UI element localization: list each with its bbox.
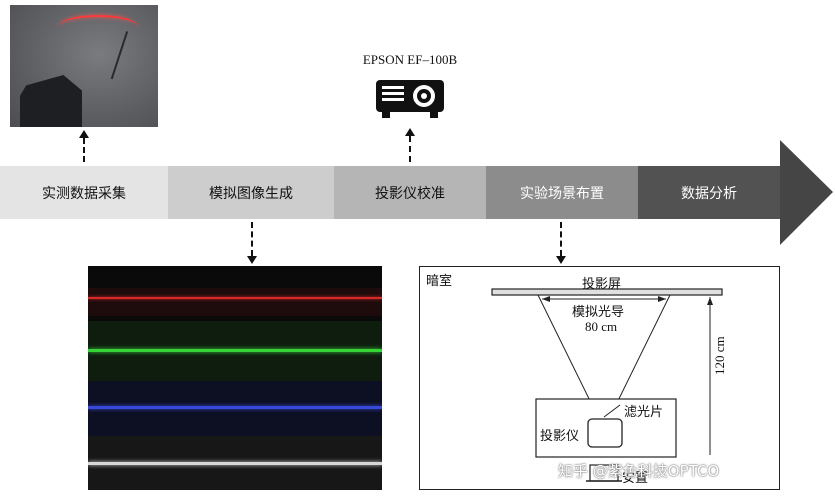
projection-screen [491,288,723,296]
width-dimension-label: 80 cm [585,319,618,334]
projector-label: 投影仪 [540,429,580,444]
red-band-glow [88,288,382,316]
arrowhead-simulated [247,256,257,264]
projector-model-label: EPSON EF–100B [362,52,458,67]
stage-bg-3 [334,166,486,219]
dashed-arrow-projector [409,136,411,162]
projector-icon [376,80,444,118]
bottom-device-label: 安置 [622,471,649,486]
stage-bg-1 [0,166,168,219]
filter-label: 滤光片 [624,405,664,420]
stage-bg-4 [486,166,638,219]
projector-box [587,418,623,448]
width-arrow-right [658,296,666,302]
red-band [88,297,382,299]
cone-left-line [537,294,599,418]
width-arrow-left [542,296,550,302]
blue-band [88,406,382,409]
stage-bg-5 [638,166,780,219]
photo-laser-line [58,15,138,27]
height-arrow-top [707,297,713,305]
darkroom-geometry [491,288,723,482]
dashed-arrow-photo [83,138,85,162]
stage-experiment-scene-setup: 实验场景布置 [520,186,604,202]
darkroom-title: 暗室 [426,274,453,289]
filter-pointer [603,404,621,418]
arrowhead-scene [556,256,566,264]
simulated-image [88,266,382,490]
dark-room-diagram: 暗室 投影屏 模拟光导 80 cm 120 cm 滤光片 投影仪 安置 [419,266,780,490]
green-band [88,349,382,352]
arrowhead-projector [405,128,415,136]
arrowhead-photo [79,130,89,138]
stage-projector-calibration: 投影仪校准 [375,186,445,202]
cone-right-line [609,294,671,418]
timeline-arrow [0,140,833,245]
screen-label: 投影屏 [582,277,622,292]
height-dimension-label: 120 cm [712,336,727,375]
stage-measured-data-collection: 实测数据采集 [42,186,126,202]
dashed-arrow-simulated [251,222,253,256]
watermark-text: 知乎 @紫色科技OPTCO [558,462,720,480]
lightguide-label: 模拟光导 [572,305,625,320]
dashed-arrow-scene [560,222,562,256]
stage-data-analysis: 数据分析 [681,186,737,202]
sim-bg-top [88,266,382,321]
measured-data-photo [10,5,158,127]
white-band [88,462,382,465]
stage-simulated-image-generation: 模拟图像生成 [209,186,293,202]
stage-bg-2 [168,166,334,219]
